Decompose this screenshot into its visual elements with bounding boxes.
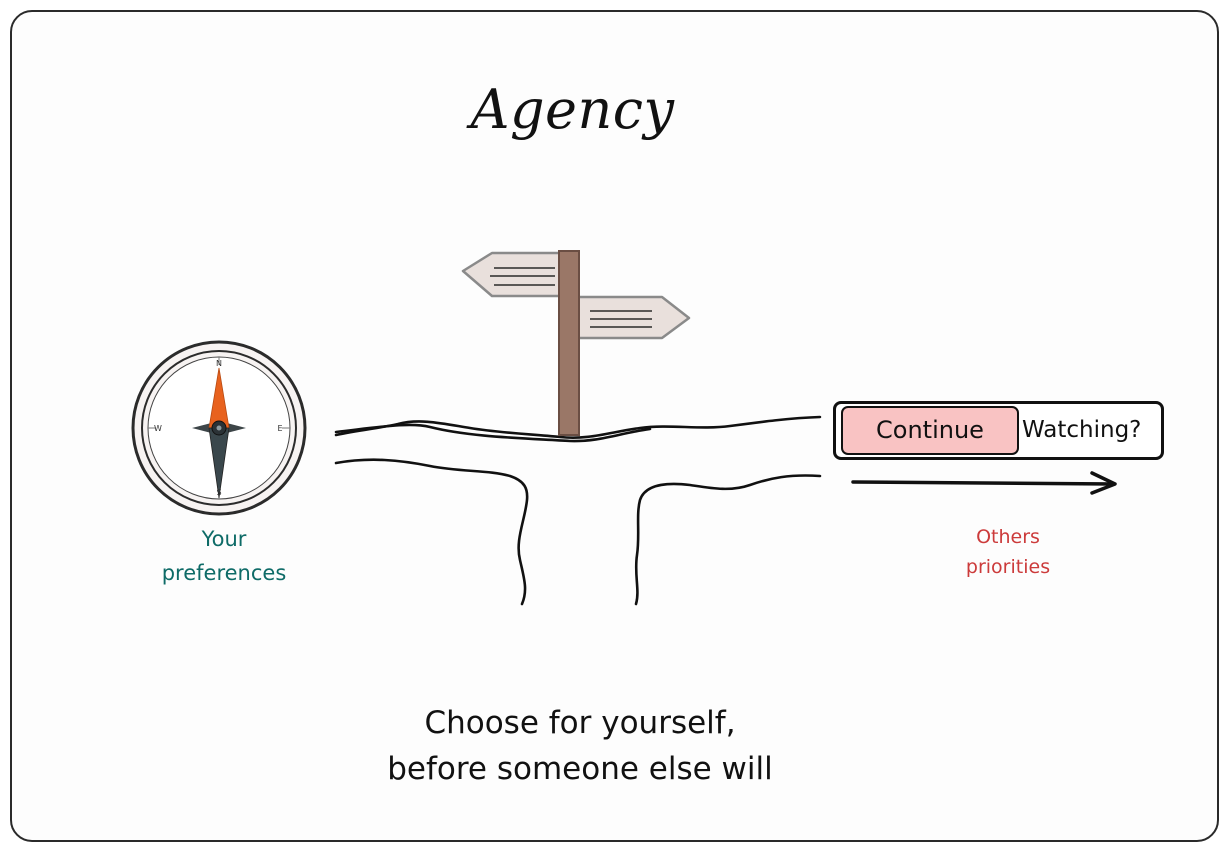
others-priorities-label: Others priorities <box>930 522 1086 582</box>
compass-dir-s: S <box>216 488 221 497</box>
signpost-icon <box>461 250 691 436</box>
compass-icon: N S W E <box>131 340 307 516</box>
others-priorities-line-1: Others <box>976 526 1040 548</box>
others-priorities-line-2: priorities <box>965 556 1051 578</box>
continue-watching-box: Continue Watching? <box>833 401 1164 460</box>
caption-line-2: before someone else will <box>387 751 773 787</box>
crossroads-sketch <box>334 415 822 606</box>
diagram-title: Agency <box>470 78 675 141</box>
arrow-right-icon <box>851 471 1117 495</box>
compass-dir-e: E <box>277 424 282 433</box>
your-preferences-line-1: Your <box>201 527 247 551</box>
your-preferences-line-2: preferences <box>161 561 287 585</box>
compass-dir-w: W <box>154 424 162 433</box>
your-preferences-label: Your preferences <box>130 522 318 590</box>
caption: Choose for yourself, before someone else… <box>280 700 880 792</box>
watching-label: Watching? <box>1022 417 1142 443</box>
compass-dir-n: N <box>216 359 222 368</box>
continue-button[interactable]: Continue <box>841 406 1019 455</box>
caption-line-1: Choose for yourself, <box>424 705 736 741</box>
